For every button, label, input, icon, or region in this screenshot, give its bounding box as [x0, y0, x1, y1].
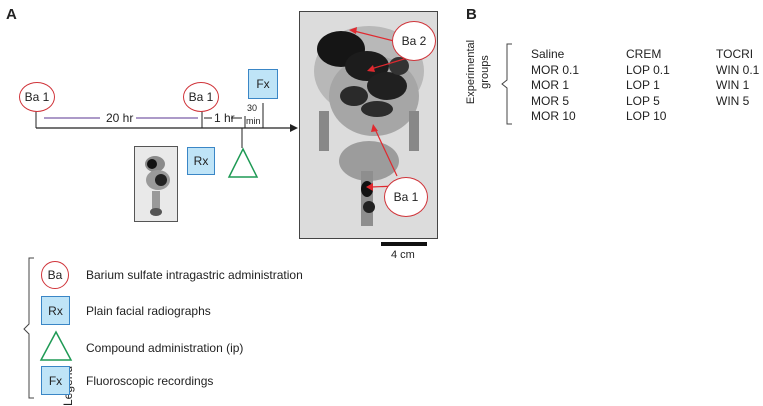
legend-barium-circle: Ba: [41, 261, 69, 289]
rx-box: Rx: [187, 147, 215, 175]
group-item: WIN 0.1: [716, 62, 760, 77]
group-item: LOP 0.1: [626, 62, 670, 77]
group-column-2: CREM LOP 0.1 LOP 1 LOP 5 LOP 10: [626, 47, 670, 125]
group-item: LOP 1: [626, 78, 660, 92]
group-item: LOP 5: [626, 93, 660, 108]
legend-barium-text: Barium sulfate intragastric administrati…: [86, 268, 303, 282]
group-column-3: TOCRI WIN 0.1 WIN 1 WIN 5: [716, 47, 759, 109]
group-item: MOR 1: [531, 78, 570, 92]
interval-min-label: min: [246, 116, 261, 126]
interval-20hr-label: 20 hr: [106, 111, 134, 125]
group-item: Saline: [531, 47, 565, 61]
group-item: WIN 1: [716, 78, 750, 92]
legend-fx-box: Fx: [41, 366, 70, 395]
legend-triangle-icon: [39, 330, 73, 361]
timeline-axis: [35, 103, 298, 148]
interval-30-label: 30: [247, 103, 258, 113]
legend-rx-text: Plain facial radiographs: [86, 304, 211, 318]
experimental-groups-title: Experimental groups: [464, 22, 492, 122]
panel-b-letter: B: [466, 6, 477, 23]
groups-brace: [501, 43, 512, 125]
group-item: LOP 10: [626, 109, 667, 123]
group-item: TOCRI: [716, 47, 754, 61]
fx-box: Fx: [248, 69, 278, 99]
barium-circle-ba1-start: Ba 1: [19, 82, 55, 112]
radiograph-thumbnail: [134, 146, 178, 222]
group-column-1: Saline MOR 0.1 MOR 1 MOR 5 MOR 10: [531, 47, 579, 125]
scale-label: 4 cm: [391, 249, 415, 261]
legend-compound-text: Compound administration (ip): [86, 341, 244, 355]
legend-rx-box: Rx: [41, 296, 70, 325]
compound-triangle-icon: [227, 147, 259, 178]
scale-bar: [381, 242, 427, 246]
groups-title-line2: groups: [479, 55, 491, 89]
groups-title-line1: Experimental: [465, 39, 477, 105]
interval-1hr-label: 1 hr: [214, 111, 235, 125]
barium-circle-ba1-image: Ba 1: [384, 177, 428, 217]
group-item: MOR 5: [531, 93, 570, 108]
group-item: WIN 5: [716, 93, 750, 108]
group-item: CREM: [626, 47, 662, 61]
barium-circle-ba2-image: Ba 2: [392, 21, 436, 61]
group-item: MOR 0.1: [531, 62, 580, 77]
legend-brace: [23, 257, 34, 399]
barium-circle-ba1-mid: Ba 1: [183, 82, 219, 112]
panel-a-letter: A: [6, 6, 17, 23]
group-item: MOR 10: [531, 109, 576, 123]
legend-fx-text: Fluoroscopic recordings: [86, 374, 214, 388]
